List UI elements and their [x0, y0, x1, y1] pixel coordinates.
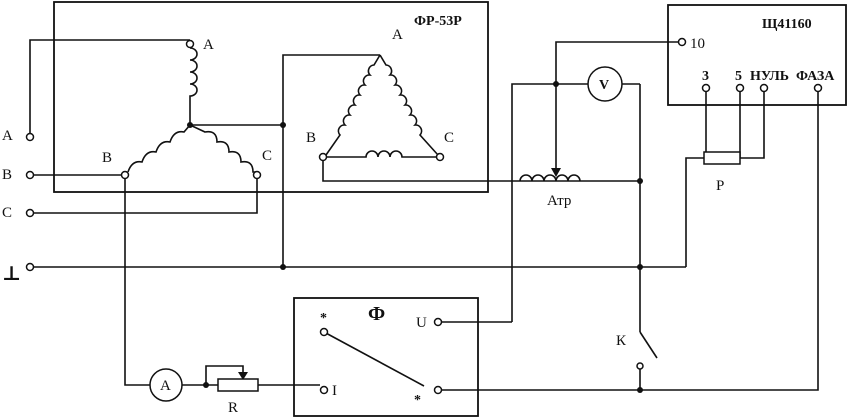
label-phasemeter-star-2: * [414, 393, 421, 408]
terminals [25, 37, 823, 395]
terminal-phasemeter-star-2 [433, 385, 443, 395]
terminal-delta-c [435, 152, 445, 162]
resistor-p [703, 151, 741, 165]
star-coil-c [189, 124, 257, 173]
label-delta-b: B [306, 130, 316, 146]
junction-tap-voltmeter [553, 81, 559, 87]
label-meter-10: 10 [690, 36, 705, 52]
label-star-c: C [262, 148, 272, 164]
wire-nul-p [740, 90, 765, 159]
terminal-meter-faza [813, 83, 823, 93]
fr53r-box [53, 1, 489, 193]
delta-coil-ac [379, 54, 439, 156]
rheostat-slider-arrow [238, 372, 248, 380]
wire-k-to-phasemeter [442, 368, 641, 391]
star-coil-a [189, 47, 198, 125]
wire-phasemeter-u-voltmeter [511, 83, 588, 322]
phasemeter-pointer [323, 331, 425, 387]
phasemeter-box [293, 297, 479, 417]
label-voltmeter: V [599, 78, 609, 93]
wire-neutral-delta-a [282, 54, 380, 267]
terminal-star-c [252, 170, 262, 180]
terminal-phasemeter-i [319, 385, 329, 395]
label-delta-c: C [444, 130, 454, 146]
label-meter-faza: ФАЗА [796, 69, 835, 84]
terminal-ground [25, 262, 35, 272]
wire-input-a [29, 39, 190, 135]
wire-input-c [30, 175, 258, 214]
meter-box [667, 4, 847, 106]
label-input-a: A [2, 128, 13, 144]
rheostat-r [217, 378, 259, 392]
label-delta-a: A [392, 27, 403, 43]
wire-b-ammeter [124, 175, 150, 386]
terminal-input-c [25, 208, 35, 218]
junction-neutral-upper [280, 122, 286, 128]
label-phasemeter-i: I [332, 383, 337, 399]
star-coil-b [127, 124, 191, 173]
terminal-input-b [25, 170, 35, 180]
label-ammeter: A [160, 378, 171, 394]
terminal-star-a [185, 39, 195, 49]
wires [29, 39, 819, 391]
label-star-b: B [102, 150, 112, 166]
terminal-delta-b [318, 152, 328, 162]
junction-atr-bus [637, 178, 643, 184]
label-input-b: B [2, 167, 12, 183]
switch-k-blade [639, 331, 658, 359]
ammeter [149, 368, 183, 402]
junction-bus-ground [637, 264, 643, 270]
autotransformer [519, 168, 581, 182]
terminal-meter-3 [701, 83, 711, 93]
delta-coil-ab [325, 54, 381, 156]
label-switch-k: К [616, 333, 627, 349]
star-winding [127, 47, 257, 173]
terminal-meter-nul [759, 83, 769, 93]
label-meter-3: 3 [702, 69, 709, 84]
label-phasemeter-star-1: * [320, 311, 327, 326]
terminal-input-a [25, 132, 35, 142]
wire-delta-b-atr [322, 157, 640, 182]
junction-rheostat-left [203, 382, 209, 388]
label-star-a: A [203, 37, 214, 53]
label-phasemeter-title: Ф [368, 303, 385, 325]
label-meter-5: 5 [735, 69, 742, 84]
label-meter-nul: НУЛЬ [750, 69, 789, 84]
label-fr53r-title: ФР-53Р [414, 14, 462, 29]
label-autotransformer: Атр [547, 193, 571, 209]
junction-k-bottom [637, 387, 643, 393]
wire-faza [640, 90, 819, 391]
labels: A B C ⊥ ФР-53Р A B C A B C Щ41160 10 3 5… [2, 14, 835, 416]
rheostat-slider-wire [205, 365, 244, 385]
label-rheostat: R [228, 400, 238, 416]
label-input-c: C [2, 205, 12, 221]
terminal-phasemeter-star-1 [319, 327, 329, 337]
label-phasemeter-u: U [416, 315, 427, 331]
junction-star-center [187, 122, 193, 128]
label-ground: ⊥ [2, 263, 21, 285]
terminal-meter-5 [735, 83, 745, 93]
autotransformer-tap-arrow [551, 168, 561, 177]
label-resistor-p: Р [716, 178, 724, 194]
wire-ground-to-r [685, 157, 704, 267]
delta-coil-bc [326, 150, 438, 158]
terminal-meter-10 [677, 37, 687, 47]
terminal-star-b [120, 170, 130, 180]
autotransformer-coil [519, 174, 581, 182]
label-meter-title: Щ41160 [762, 17, 812, 32]
wire-atr-tap-10 [555, 41, 678, 175]
junction-neutral-ground [280, 264, 286, 270]
terminal-phasemeter-u [433, 317, 443, 327]
junctions [187, 81, 643, 393]
terminal-switch-k [636, 362, 644, 370]
voltmeter [587, 66, 623, 102]
delta-winding [325, 54, 439, 158]
